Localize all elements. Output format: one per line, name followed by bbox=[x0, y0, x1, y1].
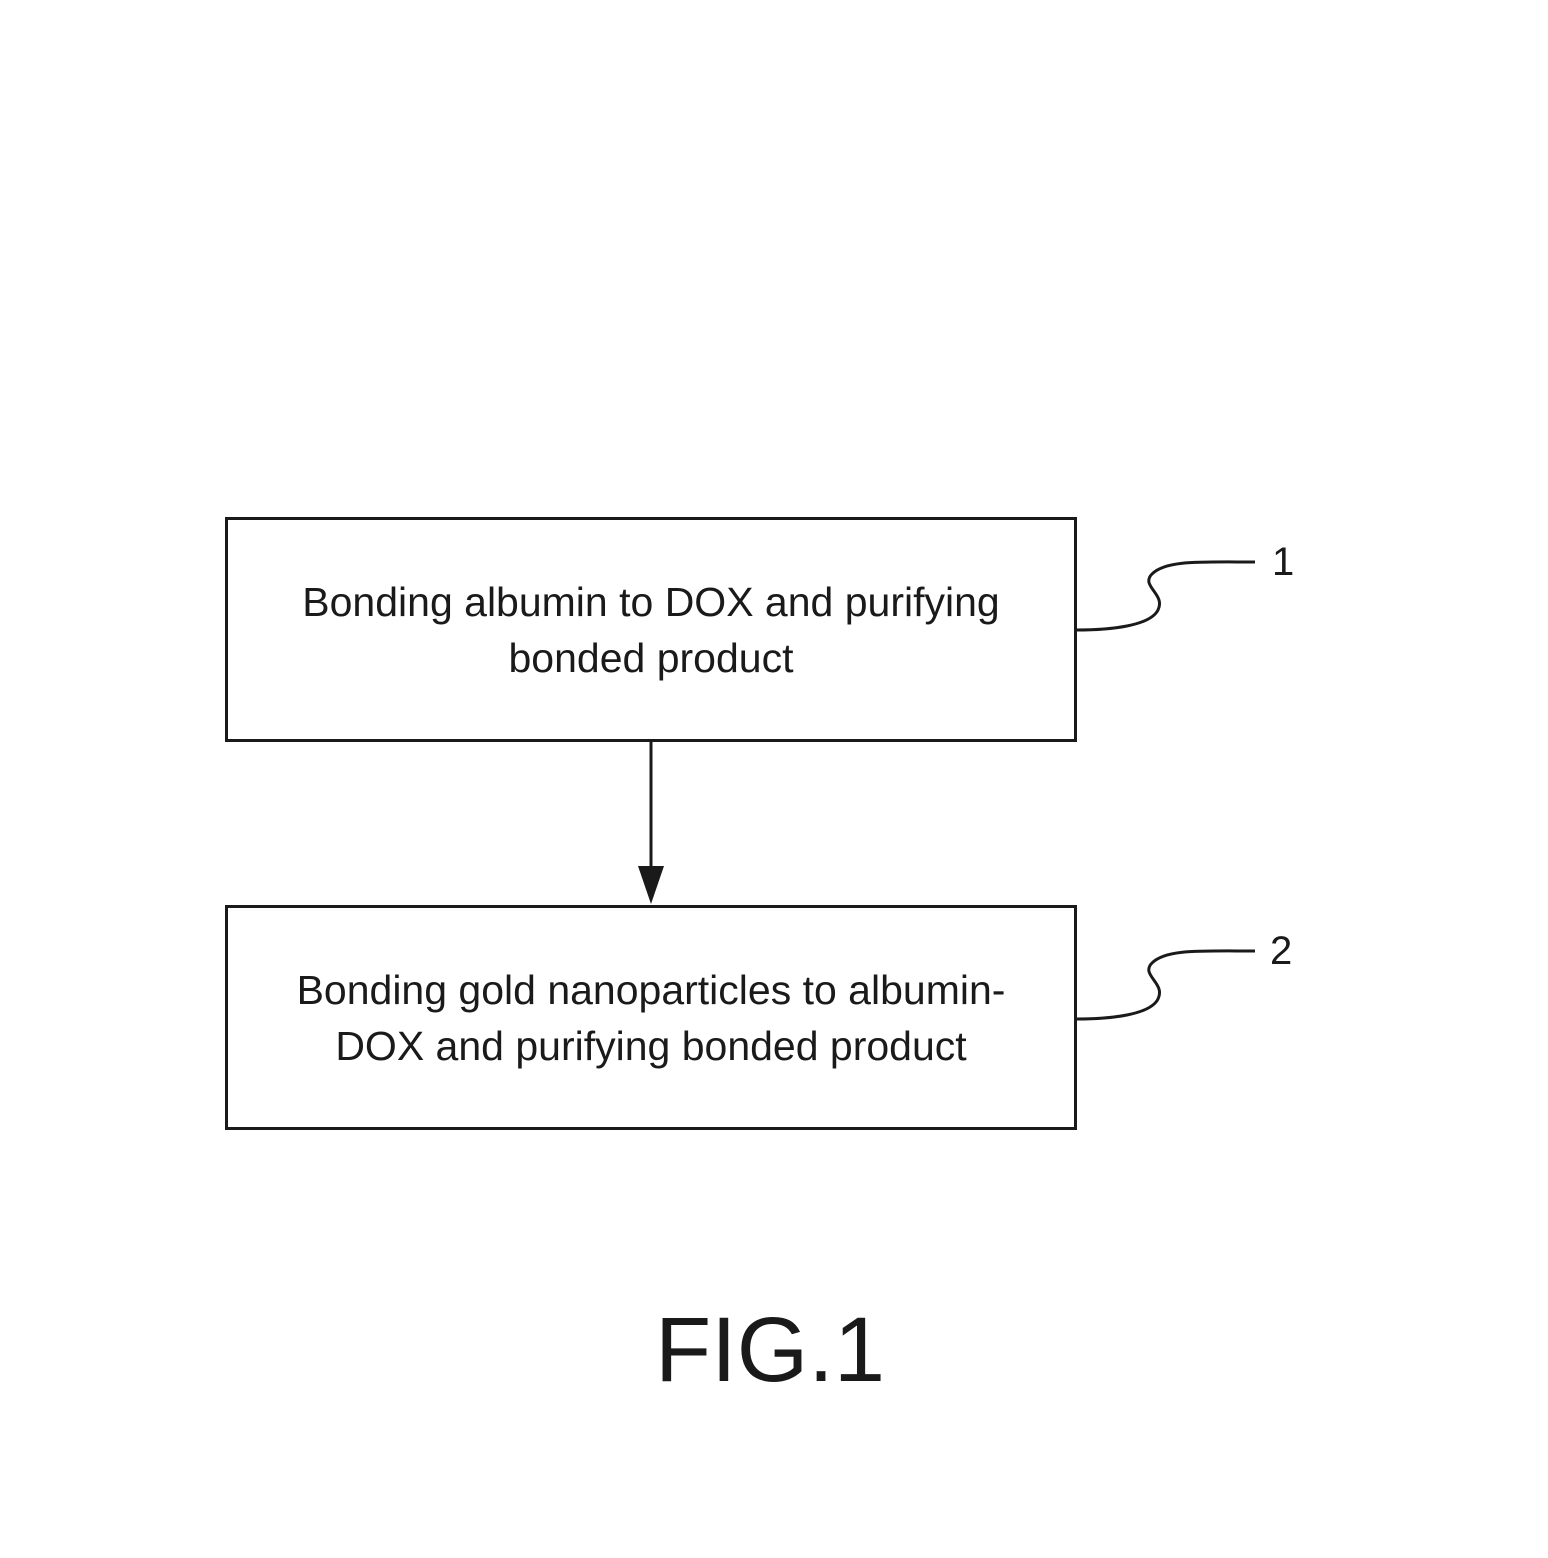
step-2-line-2: DOX and purifying bonded product bbox=[297, 1018, 1006, 1074]
step-text-1: Bonding albumin to DOX and purifying bon… bbox=[302, 574, 999, 686]
step-box-1: Bonding albumin to DOX and purifying bon… bbox=[225, 517, 1077, 742]
reference-number-2: 2 bbox=[1270, 931, 1292, 971]
reference-number-1: 1 bbox=[1272, 542, 1294, 582]
leader-line-step-1 bbox=[1077, 562, 1255, 630]
figure-label: FIG.1 bbox=[0, 1300, 1548, 1400]
leader-line-step-2 bbox=[1077, 951, 1255, 1019]
step-1-line-2: bonded product bbox=[302, 630, 999, 686]
step-1-line-1: Bonding albumin to DOX and purifying bbox=[302, 574, 999, 630]
step-2-line-1: Bonding gold nanoparticles to albumin- bbox=[297, 962, 1006, 1018]
step-text-2: Bonding gold nanoparticles to albumin- D… bbox=[297, 962, 1006, 1074]
step-box-2: Bonding gold nanoparticles to albumin- D… bbox=[225, 905, 1077, 1130]
flow-arrow-head bbox=[638, 866, 664, 904]
figure-label-text: FIG.1 bbox=[655, 1300, 885, 1400]
